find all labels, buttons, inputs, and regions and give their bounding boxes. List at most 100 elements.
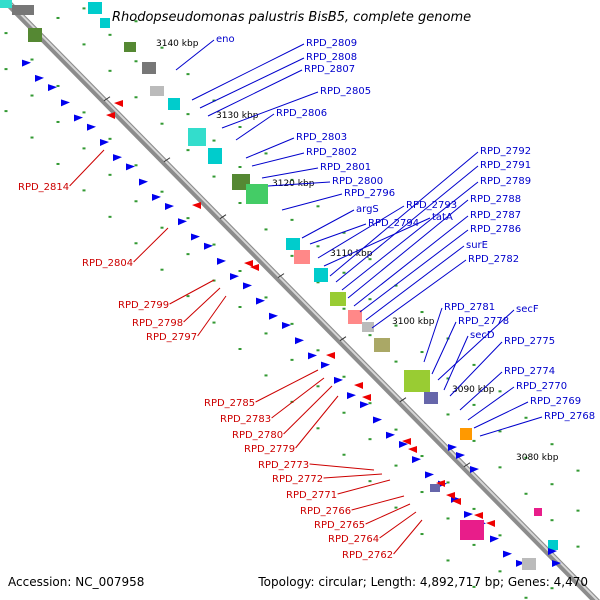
- guide-dot: [446, 413, 450, 416]
- guide-dot: [550, 519, 554, 522]
- reverse-gene-label: RPD_2799: [118, 300, 169, 311]
- guide-dot: [264, 228, 268, 231]
- guide-dot: [264, 296, 268, 299]
- guide-dot: [238, 270, 242, 272]
- guide-dot: [108, 137, 112, 140]
- guide-dot: [342, 271, 346, 274]
- guide-dot: [498, 430, 502, 433]
- forward-gene-arrow: [74, 114, 83, 122]
- guide-dot: [212, 139, 216, 142]
- guide-dot: [134, 200, 138, 203]
- reverse-gene-label: RPD_2773: [258, 460, 309, 471]
- guide-dot: [160, 226, 164, 229]
- guide-dot: [472, 363, 476, 366]
- gene-block: [314, 268, 328, 282]
- guide-dot: [446, 517, 450, 520]
- guide-dot: [134, 164, 138, 167]
- guide-dot: [160, 46, 164, 49]
- guide-dot: [238, 202, 242, 204]
- forward-gene-arrow: [191, 233, 200, 241]
- reverse-gene-label: RPD_2762: [342, 550, 393, 561]
- guide-dot: [4, 110, 8, 113]
- guide-dot: [186, 217, 190, 220]
- forward-gene-arrow: [490, 535, 499, 543]
- gene-block: [0, 0, 12, 8]
- guide-dot: [550, 483, 554, 486]
- guide-dot: [524, 492, 528, 495]
- gene-block: [232, 174, 250, 190]
- guide-dot: [290, 218, 294, 221]
- reverse-label-leader: [271, 377, 325, 419]
- scale-tick-label: 3080 kbp: [516, 453, 559, 463]
- guide-dot: [108, 173, 112, 176]
- gene-block: [88, 2, 102, 14]
- forward-gene-arrow: [256, 297, 265, 305]
- guide-dot: [56, 120, 60, 123]
- guide-dot: [160, 190, 164, 193]
- reverse-label-leader: [337, 479, 391, 495]
- reverse-gene-label: RPD_2766: [300, 506, 351, 517]
- guide-dot: [238, 306, 242, 308]
- guide-dot: [186, 113, 190, 116]
- forward-label-leader: [423, 307, 443, 363]
- gene-block: [548, 540, 558, 550]
- reverse-gene-label: RPD_2771: [286, 490, 337, 501]
- forward-gene-label: RPD_2803: [296, 132, 347, 143]
- forward-gene-arrow: [22, 59, 31, 67]
- guide-dot: [368, 402, 372, 405]
- reverse-gene-arrow: [474, 512, 483, 519]
- reverse-gene-label: RPD_2797: [146, 332, 197, 343]
- guide-dot: [394, 428, 398, 431]
- forward-label-leader: [371, 259, 467, 329]
- guide-dot: [4, 68, 8, 71]
- forward-gene-arrow: [516, 559, 525, 567]
- gene-block: [522, 558, 536, 570]
- reverse-gene-arrow: [250, 264, 259, 271]
- guide-dot: [264, 332, 268, 335]
- guide-dot: [290, 322, 294, 325]
- gene-block: [28, 28, 42, 42]
- scale-tick-label: 3140 kbp: [156, 39, 199, 49]
- forward-gene-label: RPD_2791: [480, 160, 531, 171]
- gene-block: [168, 98, 180, 110]
- guide-dot: [498, 534, 502, 537]
- guide-dot: [420, 491, 424, 494]
- guide-dot: [238, 166, 242, 168]
- guide-dot: [368, 480, 372, 483]
- guide-dot: [316, 281, 320, 284]
- forward-label-leader: [479, 416, 543, 437]
- guide-dot: [290, 254, 294, 257]
- forward-gene-arrow: [139, 178, 148, 186]
- reverse-label-leader: [379, 511, 417, 539]
- guide-dot: [524, 596, 528, 599]
- guide-dot: [420, 455, 424, 458]
- scale-tick-mark: [399, 397, 407, 403]
- guide-dot: [368, 258, 372, 261]
- guide-dot: [420, 311, 424, 314]
- reverse-label-leader: [393, 519, 423, 555]
- reverse-gene-arrow: [362, 394, 371, 401]
- forward-gene-label: RPD_2769: [530, 396, 581, 407]
- forward-gene-arrow: [425, 471, 434, 479]
- guide-dot: [498, 466, 502, 469]
- gene-block: [534, 508, 542, 516]
- reverse-label-leader: [133, 227, 169, 263]
- guide-dot: [212, 175, 216, 178]
- forward-label-leader: [467, 386, 515, 421]
- forward-label-leader: [175, 39, 215, 71]
- gene-block: [374, 338, 390, 352]
- scale-tick-mark: [163, 157, 171, 163]
- reverse-label-leader: [323, 473, 383, 479]
- guide-dot: [446, 377, 450, 380]
- gene-block: [348, 310, 362, 324]
- guide-dot: [368, 438, 372, 441]
- guide-dot: [576, 545, 580, 548]
- reverse-label-leader: [309, 463, 375, 471]
- reverse-label-leader: [197, 295, 227, 337]
- forward-gene-arrow: [217, 257, 226, 265]
- forward-gene-arrow: [230, 273, 239, 281]
- guide-dot: [30, 58, 34, 61]
- forward-label-leader: [261, 167, 319, 179]
